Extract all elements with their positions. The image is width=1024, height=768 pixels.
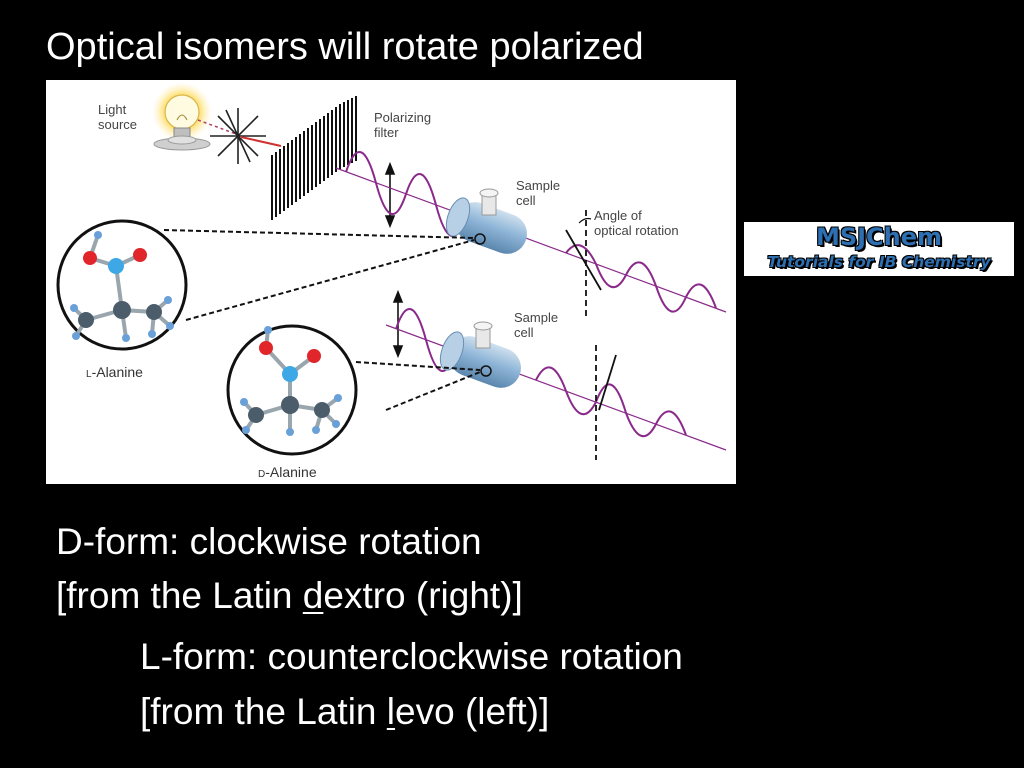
light-source-label: Light source: [98, 102, 138, 132]
l-alanine-label: L-Alanine: [86, 364, 143, 380]
slide-title: Optical isomers will rotate polarized: [46, 26, 644, 68]
polarized-wave-top: [335, 150, 727, 313]
d-alanine-label: D-Alanine: [258, 464, 317, 480]
msjchem-logo: MSJChem Tutorials for IB Chemistry: [744, 222, 1014, 276]
sample-cell-label-top: Sample cell: [516, 178, 561, 208]
polarizing-filter-icon: [271, 96, 357, 220]
d-form-etymology: [from the Latin dextro (right)]: [56, 575, 523, 616]
light-bulb-icon: [152, 82, 212, 151]
angle-of-rotation-label: Angle of optical rotation: [594, 208, 679, 238]
unpolarized-light-icon: [210, 108, 266, 164]
molecule-icon: [226, 324, 358, 456]
d-form-line: D-form: clockwise rotation: [56, 521, 482, 562]
sample-cell-icon: [439, 321, 521, 388]
figure-drawing: [56, 82, 727, 460]
logo-name: MSJChem: [815, 223, 943, 251]
sample-cell-label-bottom: Sample cell: [514, 310, 559, 340]
sample-cell-icon: [445, 188, 527, 254]
logo-tagline: Tutorials for IB Chemistry: [767, 253, 991, 271]
l-form-etymology: [from the Latin levo (left)]: [140, 691, 550, 732]
l-form-line: L-form: counterclockwise rotation: [140, 636, 683, 677]
polarizing-filter-label: Polarizing filter: [374, 110, 432, 140]
optical-rotation-figure: Light source Polarizing filter Sample ce…: [46, 80, 736, 484]
molecule-icon: [56, 219, 188, 351]
